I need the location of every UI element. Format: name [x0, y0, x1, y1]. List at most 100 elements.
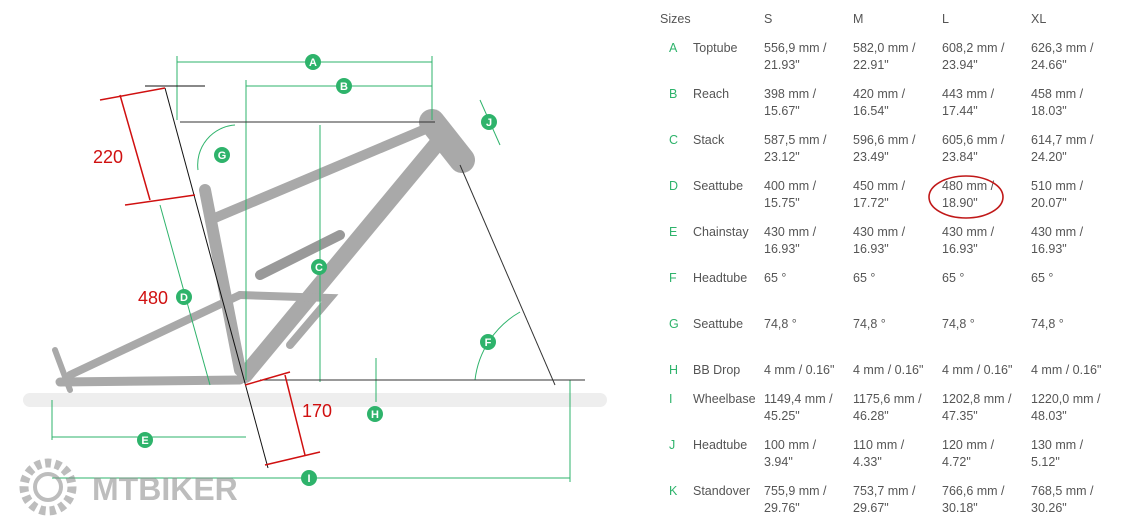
- seat-stay: [66, 291, 244, 379]
- mtbiker-logo: MTBIKER: [19, 458, 238, 516]
- cell-value-inches: 18.03": [1031, 104, 1067, 118]
- row-name: Seattube: [693, 317, 744, 331]
- cell-value: 1202,8 mm /: [942, 392, 1012, 406]
- row-name: Toptube: [693, 41, 738, 55]
- cell-value: 596,6 mm /: [853, 133, 916, 147]
- svg-text:E: E: [141, 435, 148, 447]
- cell-value: 766,6 mm /: [942, 484, 1005, 498]
- cell-value-inches: 48.03": [1031, 409, 1067, 423]
- seat-tube: [199, 184, 246, 376]
- cell-value: 74,8 °: [764, 317, 797, 331]
- cell-value: 400 mm /: [764, 179, 817, 193]
- row-letter: D: [669, 179, 679, 193]
- svg-text:F: F: [485, 337, 492, 349]
- swing-link: [236, 291, 339, 349]
- row-name: BB Drop: [693, 363, 741, 377]
- shock: [255, 230, 345, 280]
- top-tube: [205, 120, 440, 225]
- cell-value: 768,5 mm /: [1031, 484, 1094, 498]
- frame-drawing: [23, 109, 607, 407]
- cell-value: 614,7 mm /: [1031, 133, 1094, 147]
- row-letter: K: [669, 484, 678, 498]
- cell-value-inches: 23.49": [853, 150, 889, 164]
- badge-b: B: [336, 78, 352, 94]
- cell-value: 1175,6 mm /: [853, 392, 922, 406]
- cell-value-inches: 24.20": [1031, 150, 1067, 164]
- cell-value-inches: 18.90": [942, 196, 978, 210]
- row-letter: A: [669, 41, 678, 55]
- cell-value: 74,8 °: [1031, 317, 1064, 331]
- sizes-header: Sizes: [660, 12, 691, 26]
- dimension-badges: A B C D E F G H I J: [137, 54, 497, 486]
- badge-e: E: [137, 432, 153, 448]
- head-tube: [419, 109, 475, 173]
- row-letter: E: [669, 225, 678, 239]
- cell-value: 4 mm / 0.16": [853, 363, 924, 377]
- badge-i: I: [301, 470, 317, 486]
- cell-value: 510 mm /: [1031, 179, 1084, 193]
- dropout: [52, 347, 73, 393]
- down-tube: [237, 132, 448, 383]
- cell-value-inches: 23.84": [942, 150, 978, 164]
- cell-value-inches: 45.25": [764, 409, 800, 423]
- row-name: Seattube: [693, 179, 744, 193]
- cell-value-inches: 4.33": [853, 455, 882, 469]
- cell-value: 458 mm /: [1031, 87, 1084, 101]
- annotation-480: 480: [138, 288, 168, 308]
- cell-value: 110 mm /: [853, 438, 905, 452]
- cell-value: 450 mm /: [853, 179, 906, 193]
- row-letter: G: [669, 317, 679, 331]
- svg-text:G: G: [218, 150, 227, 162]
- badge-a: A: [305, 54, 321, 70]
- row-name: Standover: [693, 484, 750, 498]
- cell-value: 626,3 mm /: [1031, 41, 1094, 55]
- cell-value-inches: 29.76": [764, 501, 800, 515]
- cell-value: 582,0 mm /: [853, 41, 916, 55]
- svg-text:I: I: [307, 473, 310, 485]
- badge-h: H: [367, 406, 383, 422]
- svg-text:J: J: [486, 117, 492, 129]
- row-letter: I: [669, 392, 673, 406]
- cell-value: 430 mm /: [853, 225, 906, 239]
- cell-value-inches: 16.93": [764, 242, 800, 256]
- row-name: Reach: [693, 87, 730, 101]
- cell-value: 1220,0 mm /: [1031, 392, 1101, 406]
- cell-value: 430 mm /: [764, 225, 817, 239]
- cell-value-inches: 4.72": [942, 455, 971, 469]
- cell-value: 398 mm /: [764, 87, 817, 101]
- red-annotations: [99, 87, 321, 466]
- row-letter: J: [669, 438, 676, 452]
- cell-value: 120 mm /: [942, 438, 995, 452]
- svg-text:A: A: [309, 57, 317, 69]
- row-letter: F: [669, 271, 677, 285]
- highlight-circle: [928, 175, 1004, 219]
- size-header-s: S: [764, 12, 773, 26]
- row-name: Wheelbase: [693, 392, 756, 406]
- cell-value: 443 mm /: [942, 87, 995, 101]
- row-letter: B: [669, 87, 678, 101]
- cell-value-inches: 16.93": [853, 242, 889, 256]
- cell-value-inches: 30.26": [1031, 501, 1067, 515]
- cell-value-inches: 22.91": [853, 58, 889, 72]
- row-name: Stack: [693, 133, 725, 147]
- badge-j: J: [481, 114, 497, 130]
- size-header-xl: XL: [1031, 12, 1047, 26]
- badge-d: D: [176, 289, 192, 305]
- badge-g: G: [214, 147, 230, 163]
- frame-geometry-diagram: 220 480 170 A B C D E F G H I J MTBIKER: [19, 54, 607, 516]
- cell-value: 587,5 mm /: [764, 133, 827, 147]
- row-name: Chainstay: [693, 225, 749, 239]
- cell-value: 74,8 °: [853, 317, 886, 331]
- svg-text:D: D: [180, 292, 188, 304]
- row-name: Headtube: [693, 438, 748, 452]
- cell-value-inches: 16.54": [853, 104, 889, 118]
- badge-f: F: [480, 334, 496, 350]
- size-header-l: L: [942, 12, 949, 26]
- cell-value: 430 mm /: [942, 225, 995, 239]
- row-letter: H: [669, 363, 679, 377]
- cell-value: 4 mm / 0.16": [942, 363, 1013, 377]
- cell-value: 753,7 mm /: [853, 484, 916, 498]
- cell-value: 65 °: [942, 271, 965, 285]
- cell-value-inches: 5.12": [1031, 455, 1060, 469]
- annotation-220: 220: [93, 147, 123, 167]
